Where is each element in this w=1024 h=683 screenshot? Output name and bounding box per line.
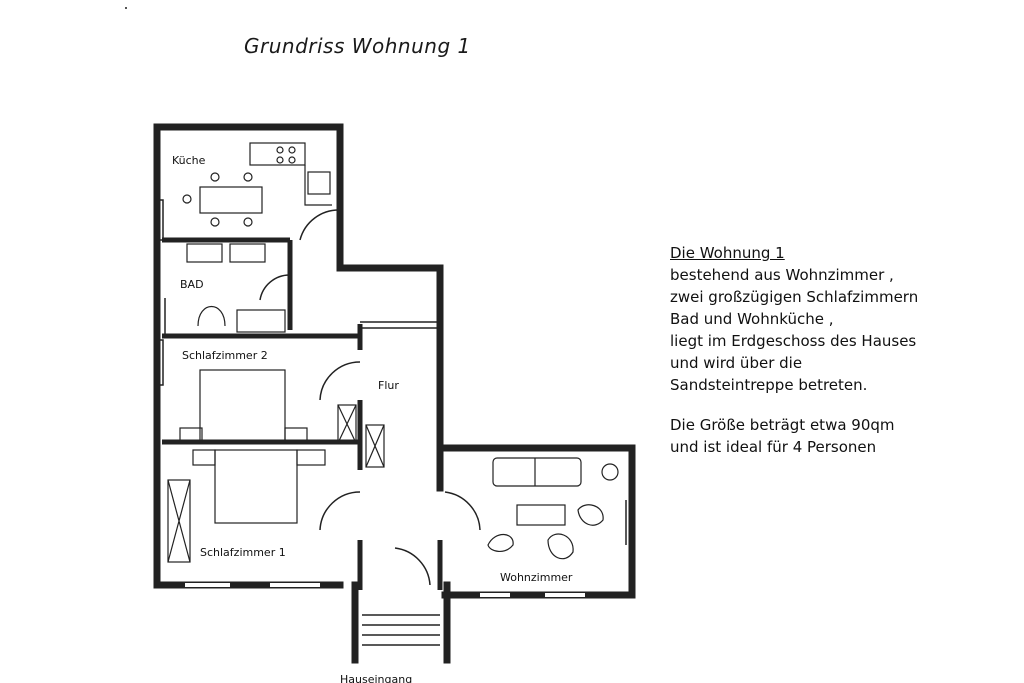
windows (157, 199, 627, 545)
bath-furniture (186, 243, 286, 333)
room-label-wohnzimmer: Wohnzimmer (500, 571, 573, 584)
size-line: Die Größe beträgt etwa 90qm (670, 416, 895, 434)
bedroom1-furniture (167, 449, 326, 563)
door-swings (259, 209, 481, 586)
description-heading: Die Wohnung 1 (670, 244, 785, 262)
description-line: Sandsteintreppe betreten. (670, 376, 868, 394)
description-line: liegt im Erdgeschoss des Hauses (670, 332, 917, 350)
description-line: Bad und Wohnküche , (670, 310, 834, 328)
description-line: bestehend aus Wohnzimmer , (670, 266, 894, 284)
bedroom2-furniture (179, 369, 385, 468)
page-title: Grundriss Wohnung 1 (244, 34, 471, 58)
apartment-description: Die Wohnung 1 bestehend aus Wohnzimmer ,… (670, 242, 918, 458)
bottom-windows (185, 583, 585, 597)
description-line: zwei großzügigen Schlafzimmern (670, 288, 919, 306)
living-furniture (487, 457, 619, 560)
room-label-schlafzimmer1: Schlafzimmer 1 (200, 546, 286, 559)
stray-dot (125, 7, 127, 9)
entrance-stairs (362, 614, 440, 646)
description-line: und wird über die (670, 354, 803, 372)
room-label-bad: BAD (180, 278, 204, 291)
room-label-hauseingang: Hauseingang (340, 673, 412, 683)
room-label-schlafzimmer2: Schlafzimmer 2 (182, 349, 268, 362)
room-label-kueche: Küche (172, 154, 206, 167)
kitchen-furniture (182, 142, 332, 227)
size-line: und ist ideal für 4 Personen (670, 438, 877, 456)
room-label-flur: Flur (378, 379, 399, 392)
